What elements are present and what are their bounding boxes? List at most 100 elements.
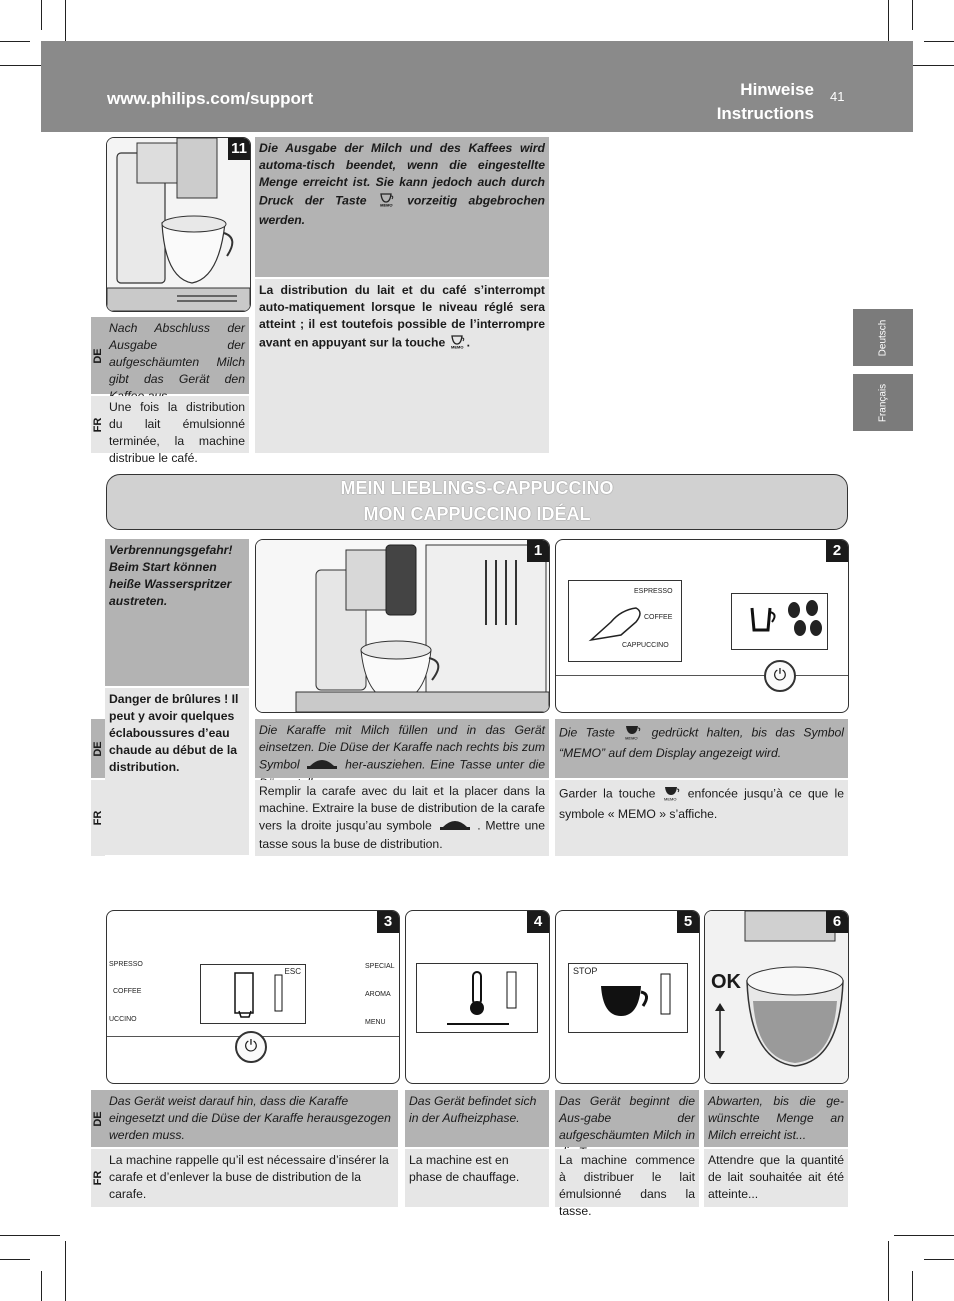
coffee-button[interactable]: COFFEE: [644, 614, 673, 621]
step-number: 2: [826, 540, 848, 562]
power-button[interactable]: ⏻: [764, 660, 796, 692]
warning-fr: Danger de brûlures ! Il peut y avoir que…: [105, 688, 249, 855]
page-number: 41: [830, 89, 845, 104]
esc-label: ESC: [284, 967, 301, 976]
step2-text-de: Die Taste MEMO gedrückt halten, bis das …: [555, 719, 848, 778]
step11-caption-de: Nach Abschluss der Ausgabe der aufgeschä…: [105, 317, 249, 403]
thermometer-icon: [447, 971, 517, 1025]
svg-text:MEMO: MEMO: [451, 345, 463, 350]
special-button[interactable]: SPECIAL: [365, 963, 395, 970]
cappuccino-memo-icon: MEMO: [662, 783, 682, 806]
espresso-button[interactable]: ESPRESSO: [634, 588, 673, 595]
step5-text-de: Das Gerät beginnt die Aus-gabe der aufge…: [555, 1090, 699, 1159]
step2-fr-b: enfoncée jusqu’à ce que le symbole « MEM…: [559, 786, 844, 821]
aroma-button[interactable]: AROMA: [365, 991, 391, 998]
support-url[interactable]: www.philips.com/support: [107, 89, 314, 108]
crop-mark: [924, 41, 954, 42]
step1-fr-b: . Mettre une tasse sous la buse de distr…: [259, 818, 545, 851]
note-de-text: Die Ausgabe der Milch und des Kaffees wi…: [259, 141, 545, 208]
display-screen: STOP: [568, 963, 688, 1033]
cup-beans-icon: [750, 600, 822, 636]
step5-text-fr: La machine commence à distribuer le lait…: [555, 1149, 699, 1218]
button-panel: [568, 580, 682, 662]
crop-mark: [41, 1271, 42, 1301]
step-number: 3: [377, 911, 399, 933]
cappuccino-button[interactable]: CAPPUCCINO: [622, 642, 669, 649]
step11-note-fr: La distribution du lait et du café s’int…: [255, 279, 549, 453]
tab-deutsch-label: Deutsch: [877, 319, 889, 356]
crop-mark: [0, 41, 30, 42]
banner-title-de: MEIN LIEBLINGS-CAPPUCCINO: [340, 478, 614, 498]
step11-illustration: 11: [106, 137, 251, 312]
coffee-button[interactable]: COFFEE: [113, 988, 142, 995]
step4-text-fr: La machine est en phase de chauffage.: [405, 1149, 549, 1207]
step4-illustration: 4: [405, 910, 550, 1084]
crop-mark: [0, 1259, 30, 1260]
crop-mark: [65, 1241, 66, 1301]
cup-filling-icon: [601, 973, 671, 1016]
crop-mark: [894, 65, 954, 66]
crop-mark: [41, 0, 42, 30]
step3-text-fr: La machine rappelle qu’il est nécessaire…: [105, 1149, 398, 1207]
step1-text-fr: Remplir la carafe avec du lait et la pla…: [255, 780, 549, 856]
lang-label-fr: FR: [91, 1149, 105, 1207]
pressing-hand-icon: [588, 607, 641, 642]
lang-label-de: DE: [91, 1090, 105, 1147]
step3-text-de: Das Gerät weist darauf hin, dass die Kar…: [105, 1090, 398, 1147]
note-de-end: vorzeitig abgebrochen werden.: [259, 193, 546, 227]
svg-text:MEMO: MEMO: [664, 797, 676, 802]
display-screen: [416, 963, 538, 1033]
note-fr-text: La distribution du lait et du café s’int…: [259, 283, 545, 350]
machine-cup-illustration: [107, 138, 250, 311]
cappuccino-button[interactable]: UCCINO: [109, 1016, 137, 1023]
display-screen: ESC: [200, 964, 306, 1024]
warning-de: Verbrennungsgefahr! Beim Start können he…: [105, 539, 249, 686]
machine-carafe-illustration: [256, 540, 549, 712]
cappuccino-memo-icon: MEMO: [623, 722, 643, 745]
step2-text-fr: Garder la touche MEMO enfoncée jusqu’à c…: [555, 780, 848, 856]
power-button[interactable]: ⏻: [235, 1031, 267, 1063]
lang-label-fr: FR: [91, 396, 105, 453]
step11-caption-fr: Une fois la distribution du lait émulsio…: [105, 396, 249, 465]
step1-illustration: 1: [255, 539, 550, 713]
lang-label-de: DE: [91, 719, 105, 778]
crop-mark: [924, 1259, 954, 1260]
stop-button[interactable]: STOP: [573, 966, 598, 976]
note-fr-end: .: [466, 335, 471, 350]
menu-button[interactable]: MENU: [365, 1019, 386, 1026]
ok-label: OK: [711, 971, 741, 993]
step6-text-fr: Attendre que la quantité de lait souhait…: [704, 1149, 848, 1207]
memo-cup-icon: MEMO: [449, 333, 467, 354]
lang-label-de: DE: [91, 317, 105, 394]
step-number: 6: [826, 911, 848, 933]
step2-illustration: 2 ESPRESSO COFFEE CAPPUCCINO ⏻: [555, 539, 849, 713]
tab-deutsch[interactable]: Deutsch: [853, 309, 913, 366]
crop-mark: [912, 1271, 913, 1301]
section-banner: MEIN LIEBLINGS-CAPPUCCINO MON CAPPUCCINO…: [106, 474, 848, 530]
header-title: Hinweise Instructions: [717, 78, 814, 126]
crop-mark: [888, 1241, 889, 1301]
step1-de-a: Die Karaffe mit Milch füllen und in das …: [259, 723, 545, 772]
carafe-memo-icon: [234, 972, 283, 1018]
header-title-de: Hinweise: [740, 80, 814, 99]
nozzle-icon: [304, 756, 340, 775]
step11-note-de: Die Ausgabe der Milch und des Kaffees wi…: [255, 137, 549, 277]
panel-edge: [556, 675, 848, 676]
espresso-button[interactable]: SPRESSO: [109, 961, 143, 968]
step2-fr-a: Garder la touche: [559, 786, 656, 801]
crop-mark: [0, 65, 60, 66]
step5-illustration: 5 STOP: [555, 910, 700, 1084]
step1-text-de: Die Karaffe mit Milch füllen und in das …: [255, 719, 549, 790]
banner-title-fr: MON CAPPUCCINO IDÉAL: [363, 504, 591, 524]
step3-illustration: 3 SPRESSO COFFEE UCCINO SPECIAL AROMA ME…: [106, 910, 400, 1084]
step-number: 11: [228, 138, 250, 160]
header-title-fr: Instructions: [716, 104, 814, 123]
nozzle-icon: [437, 817, 473, 836]
step6-text-de: Abwarten, bis die ge-wünschte Menge an M…: [704, 1090, 848, 1147]
step4-text-de: Das Gerät befindet sich in der Aufheizph…: [405, 1090, 549, 1147]
step6-illustration: OK 6: [704, 910, 849, 1084]
tab-francais[interactable]: Français: [853, 374, 913, 431]
crop-mark: [0, 1235, 60, 1236]
svg-text:MEMO: MEMO: [380, 203, 393, 208]
page-header: [41, 41, 913, 132]
